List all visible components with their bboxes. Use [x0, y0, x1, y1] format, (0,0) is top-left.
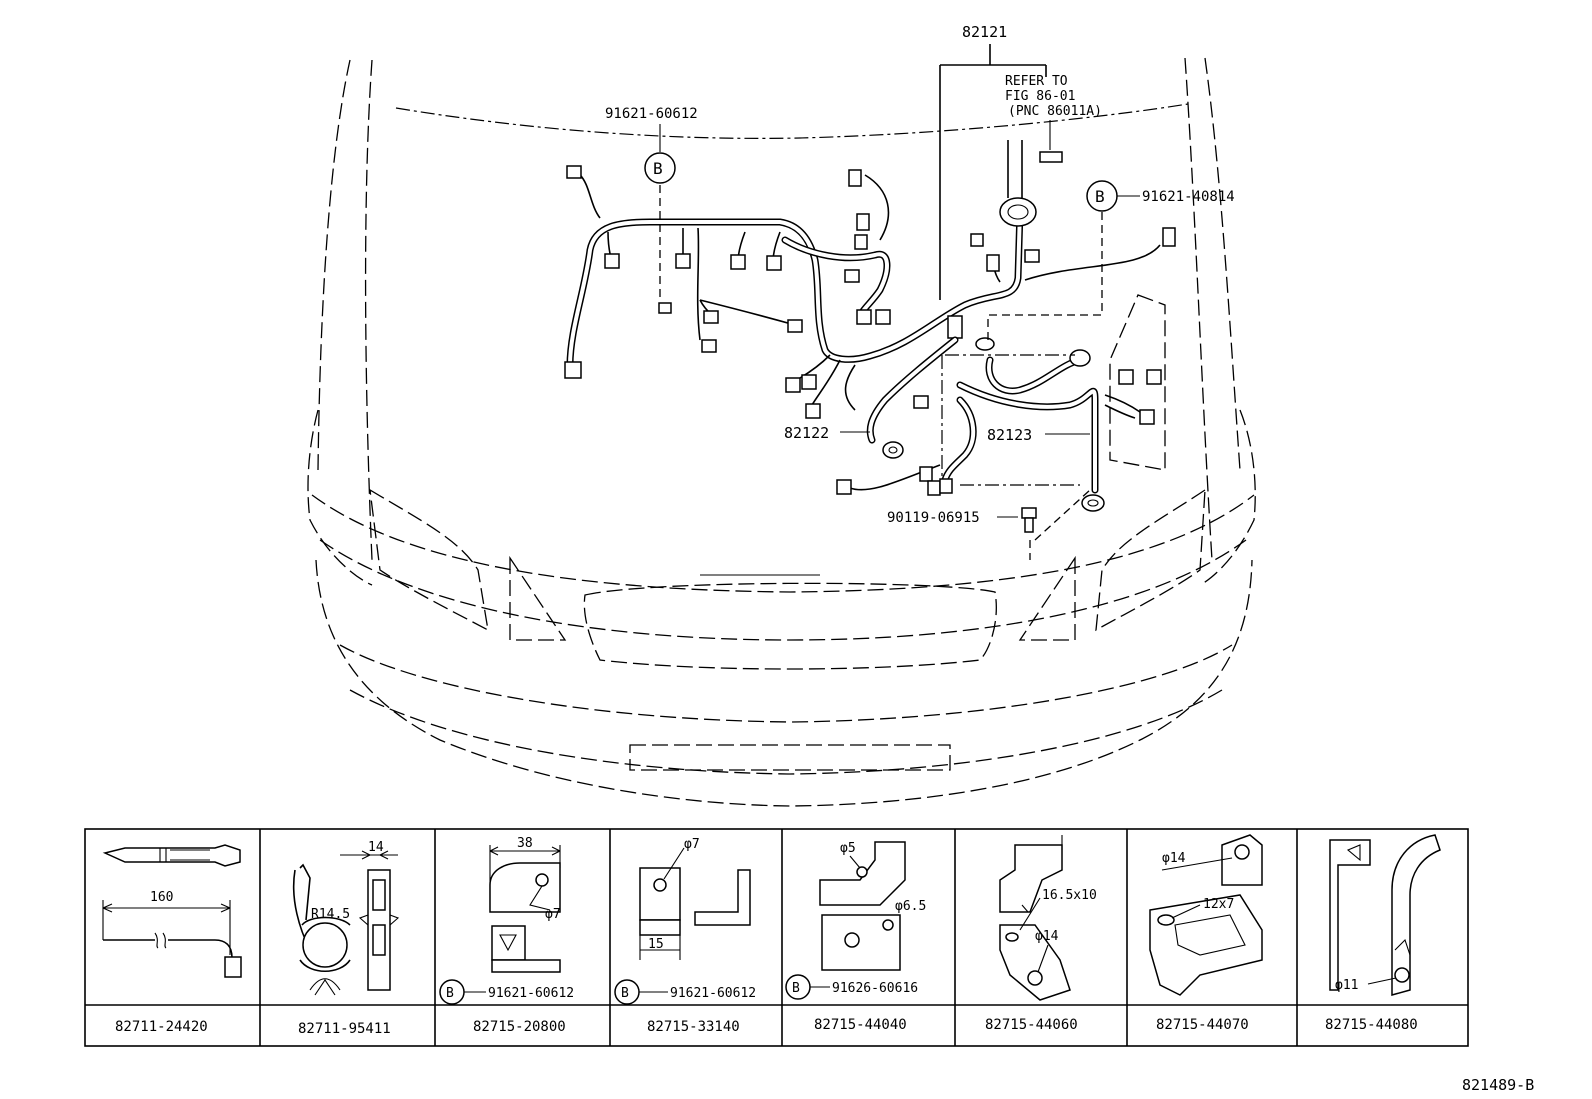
marker-b-cell4: B	[621, 986, 629, 1001]
part-no-3: 82715-20800	[473, 1019, 566, 1035]
bolt-icon	[1021, 507, 1037, 533]
part-no-6: 82715-44060	[985, 1017, 1078, 1033]
harness-82121	[564, 140, 1176, 379]
label-82121: 82121	[962, 23, 1007, 41]
parts-table: 160 14 R14.5 38	[84, 828, 1469, 1047]
dim-38: 38	[517, 836, 533, 851]
dim-14: 14	[368, 840, 384, 855]
marker-b-cell5: B	[792, 981, 800, 996]
cell-bracket-44040: φ5 φ6.5 B 91626-60616	[785, 841, 926, 1000]
marker-b-cell3: B	[446, 986, 454, 1001]
label-82122: 82122	[784, 424, 829, 442]
dim-phi5: φ5	[840, 841, 856, 856]
part-no-7: 82715-44070	[1156, 1017, 1249, 1033]
dim-phi7-a: φ7	[545, 907, 561, 922]
part-no-1: 82711-24420	[115, 1019, 208, 1035]
dim-16-5x10: 16.5x10	[1042, 888, 1097, 903]
marker-b-left: B	[653, 159, 663, 178]
dim-phi6-5: φ6.5	[895, 899, 926, 914]
marker-b-right: B	[1095, 187, 1105, 206]
main-callouts: 82121 REFER TO FIG 86-01 (PNC 86011A) 91…	[605, 23, 1235, 560]
harness-82123	[836, 294, 1166, 512]
clamp-cell4: 91621-60612	[670, 986, 756, 1001]
refer-to-line1: REFER TO	[1005, 74, 1068, 89]
part-no-2: 82711-95411	[298, 1021, 391, 1037]
clamp-cell5: 91626-60616	[832, 981, 918, 996]
clamp-marker-b-left	[644, 152, 676, 184]
dim-15: 15	[648, 937, 664, 952]
label-91621-40814: 91621-40814	[1142, 189, 1235, 205]
part-no-4: 82715-33140	[647, 1019, 740, 1035]
dim-160: 160	[150, 890, 173, 905]
cell-bracket-44060: 16.5x10 φ14	[999, 835, 1097, 1001]
dim-phi14-a: φ14	[1035, 929, 1059, 944]
figure-code: 821489-B	[1462, 1076, 1534, 1094]
refer-to-line3: (PNC 86011A)	[1008, 104, 1102, 119]
harness-82122	[785, 336, 959, 459]
cell-bracket-44080: φ11	[1329, 834, 1441, 996]
cell-bracket-20800: 38 φ7 B 91621-60612	[439, 836, 574, 1005]
part-no-8: 82715-44080	[1325, 1017, 1418, 1033]
dim-12x7: 12x7	[1203, 897, 1234, 912]
cell-clamp: 14 R14.5	[292, 840, 400, 996]
cell-bracket-33140: φ7 15 B 91621-60612	[614, 837, 756, 1005]
dim-r14-5: R14.5	[311, 907, 350, 922]
vehicle-outline	[307, 57, 1256, 807]
cell-bracket-44070: φ14 12x7	[1149, 834, 1263, 996]
label-91621-60612: 91621-60612	[605, 106, 698, 122]
clamp-cell3: 91621-60612	[488, 986, 574, 1001]
label-82123: 82123	[987, 426, 1032, 444]
dim-phi7-b: φ7	[684, 837, 700, 852]
cell-tie-strap: 160	[102, 844, 242, 978]
dim-phi11: φ11	[1335, 978, 1358, 993]
part-no-5: 82715-44040	[814, 1017, 907, 1033]
dim-phi14-b: φ14	[1162, 851, 1186, 866]
refer-to-line2: FIG 86-01	[1005, 89, 1075, 104]
label-90119-06915: 90119-06915	[887, 510, 980, 526]
